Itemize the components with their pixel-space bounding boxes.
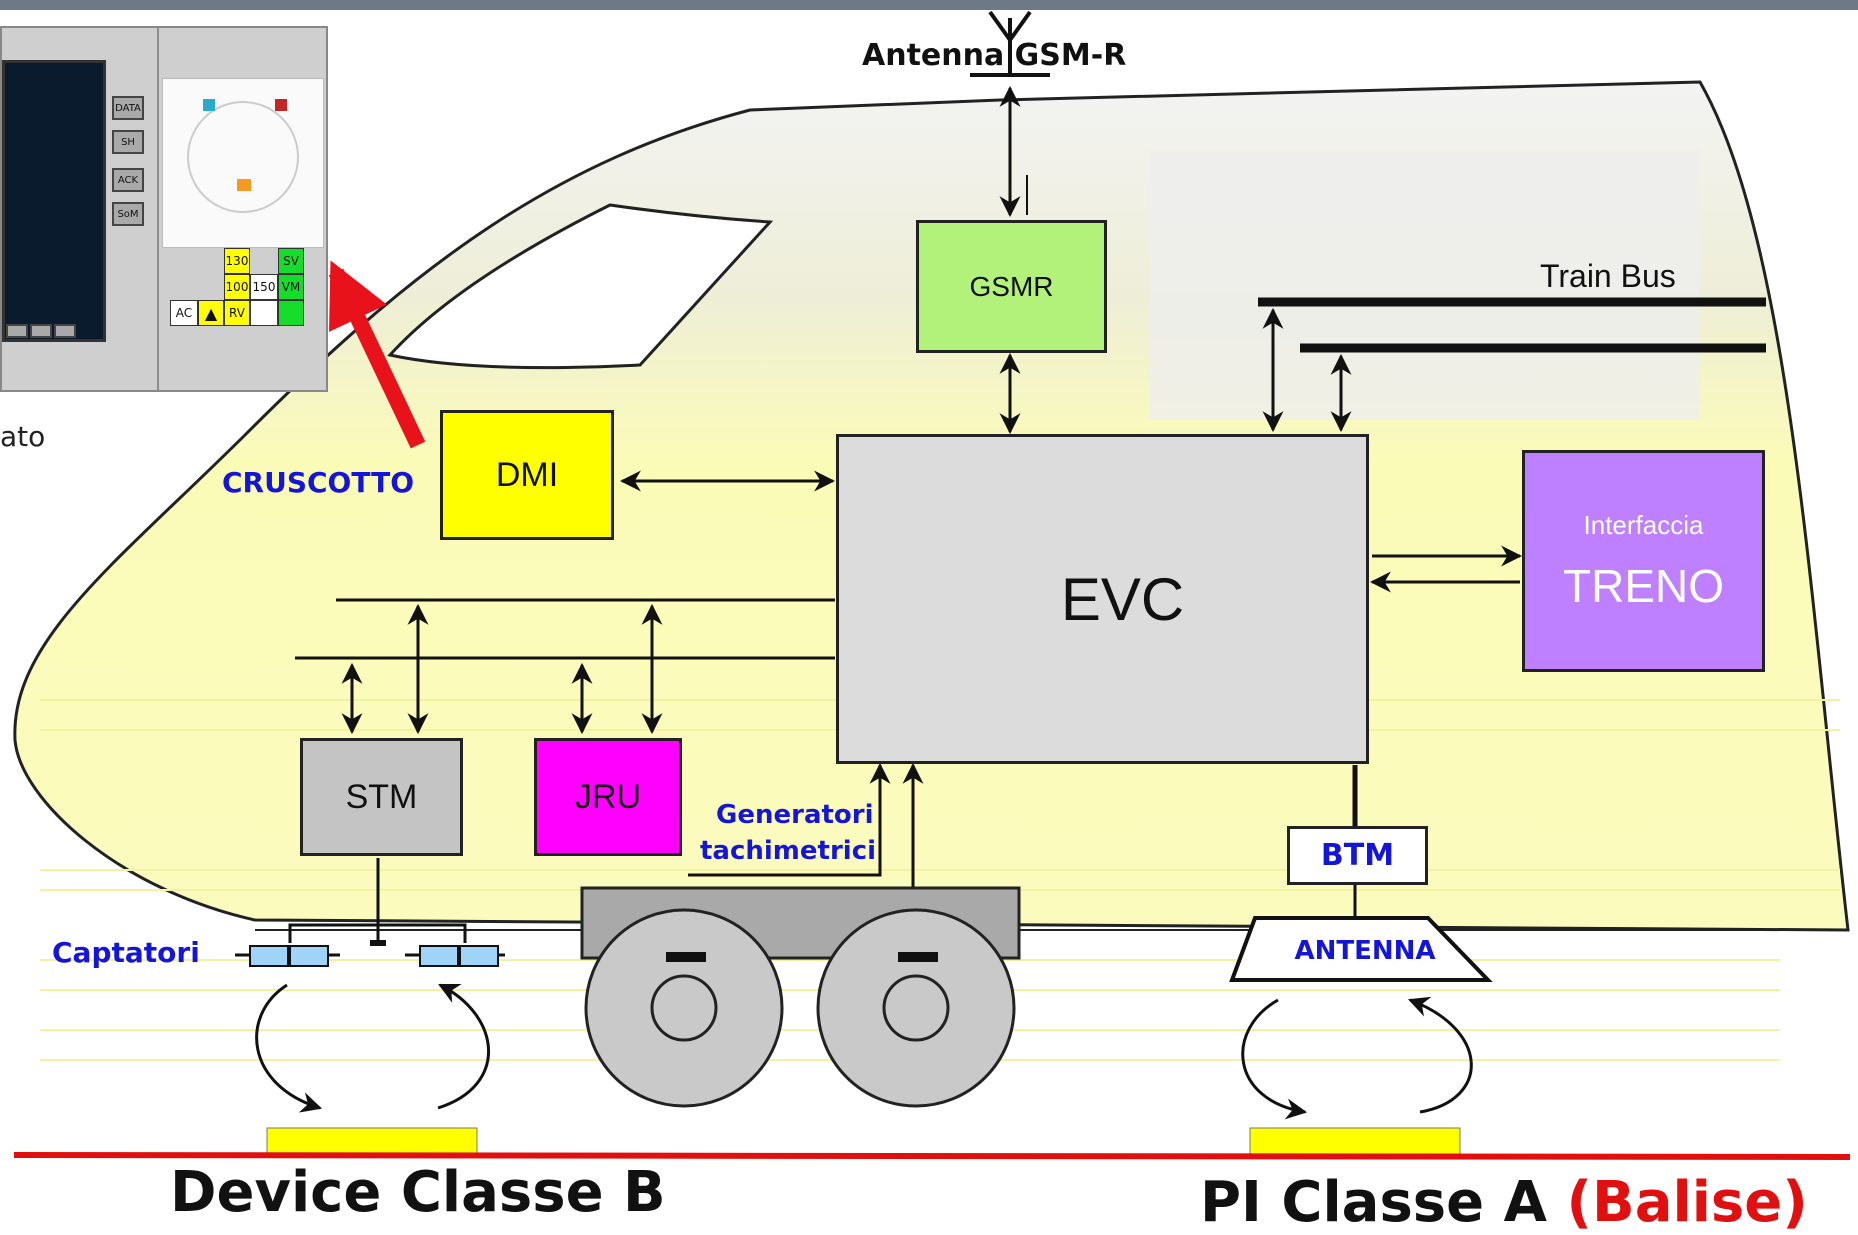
pi-classe-a-main: PI Classe A	[1200, 1170, 1547, 1235]
dmi-tile-100: 100	[224, 274, 250, 300]
captatore-right	[405, 946, 505, 966]
partial-caption: ato	[0, 420, 45, 453]
dmi-tile-150: 150	[250, 274, 278, 300]
antenna-curve-2	[1410, 1000, 1471, 1112]
captatori-curve-2	[438, 985, 489, 1108]
top-photo-strip	[0, 0, 1858, 10]
antenna-curve-1	[1243, 1000, 1305, 1112]
dmi-key[interactable]	[6, 324, 28, 338]
pi-classe-a-title: PI Classe A (Balise)	[1200, 1170, 1808, 1235]
captatori-label: Captatori	[52, 936, 200, 969]
dmi-tile-ac: AC	[170, 300, 198, 326]
train-bus-label: Train Bus	[1540, 258, 1676, 295]
interfaccia-big-label: TRENO	[1563, 559, 1724, 613]
stm-box: STM	[300, 738, 463, 856]
dmi-tile-rv: RV	[224, 300, 250, 326]
antenna-gsmr-label: Antenna GSM-R	[862, 38, 1126, 73]
evc-box: EVC	[836, 434, 1369, 764]
dmi-box: DMI	[440, 410, 614, 540]
device-classe-b-title: Device Classe B	[170, 1160, 666, 1225]
dmi-button-sh[interactable]: SH	[112, 130, 144, 154]
captatore-left	[235, 946, 340, 966]
dmi-button-data[interactable]: DATA	[112, 96, 144, 120]
wheel-right	[818, 910, 1014, 1106]
dmi-key[interactable]	[54, 324, 76, 338]
wheel-left	[586, 910, 782, 1106]
dmi-display-panel: DATA SH ACK SoM 130 SV 100 150 VM AC ▲ R…	[0, 26, 328, 392]
dmi-tile-130: 130	[224, 248, 250, 274]
pi-classe-a-paren: (Balise)	[1566, 1170, 1807, 1235]
interfaccia-treno-box: Interfaccia TRENO	[1522, 450, 1765, 672]
balise-classe-a	[1250, 1128, 1460, 1154]
cruscotto-label: CRUSCOTTO	[222, 466, 414, 499]
warning-triangle-icon: ▲	[198, 300, 224, 326]
dmi-button-ack[interactable]: ACK	[112, 168, 144, 192]
dmi-speed-dial	[162, 78, 324, 248]
generatori-label-line1: Generatori	[716, 800, 874, 830]
generatori-label-line2: tachimetrici	[700, 836, 876, 866]
balise-classe-b	[267, 1128, 477, 1154]
dmi-tile-vm: VM	[278, 274, 304, 300]
captatori-curve-1	[257, 985, 320, 1108]
dmi-button-som[interactable]: SoM	[112, 202, 144, 226]
dmi-tile-sv: SV	[278, 248, 304, 274]
jru-box: JRU	[534, 738, 682, 856]
antenna-plate-label: ANTENNA	[1290, 936, 1440, 966]
dmi-screen	[2, 60, 106, 342]
interfaccia-small-label: Interfaccia	[1584, 510, 1704, 541]
dmi-key[interactable]	[30, 324, 52, 338]
btm-box: BTM	[1287, 826, 1428, 885]
gsmr-box: GSMR	[916, 220, 1107, 353]
rail-line	[14, 1155, 1850, 1157]
